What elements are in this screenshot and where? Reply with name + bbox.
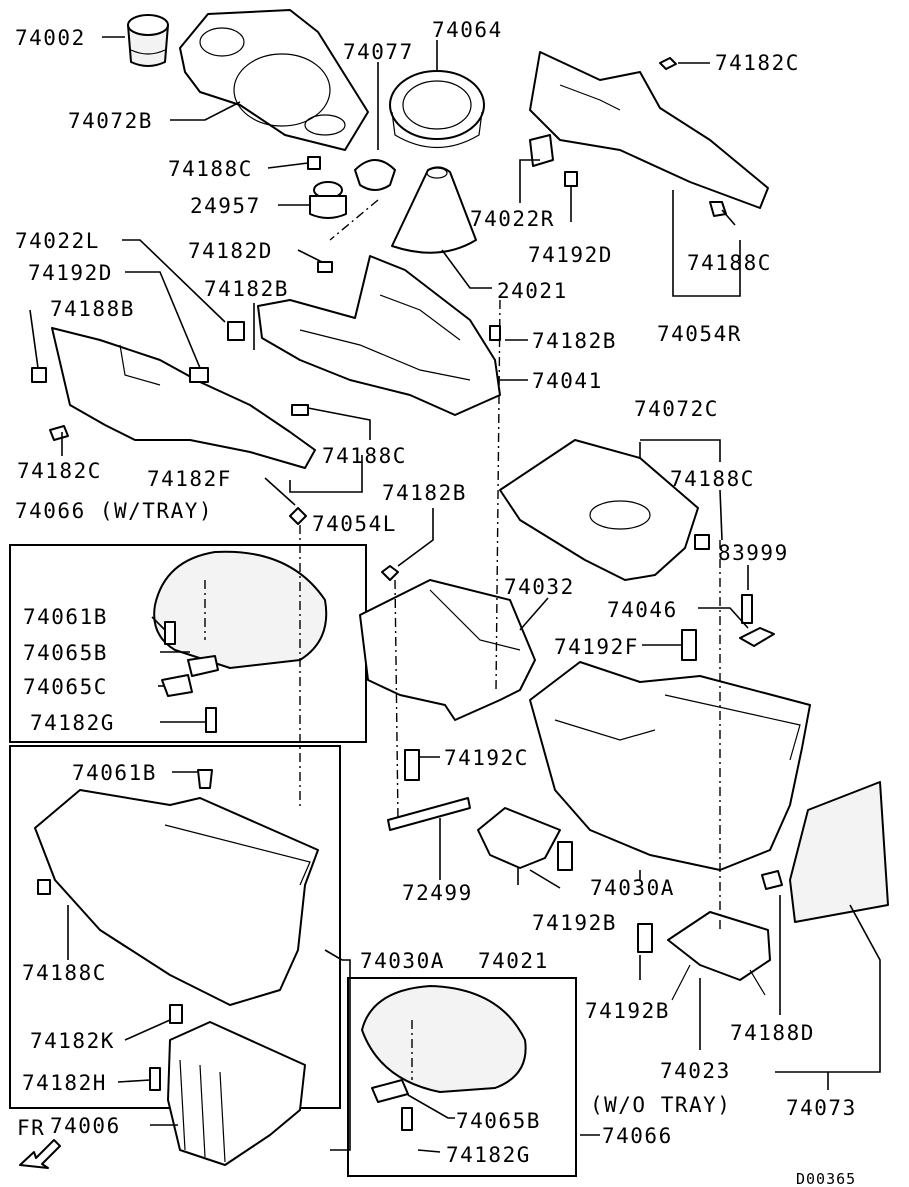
callout-74066-with-tray: 74066 (W/TRAY) (15, 499, 213, 523)
callout-74054L: 74054L (312, 512, 397, 536)
fasteners (31, 57, 783, 1131)
callout-74072B: 74072B (68, 109, 153, 133)
console-box-main-part (529, 661, 811, 871)
callout-74072C: 74072C (634, 397, 719, 421)
front-arrow-icon (19, 1139, 61, 1169)
callout-74192B-a: 74192B (532, 911, 617, 935)
rear-bracket-part (667, 911, 771, 1001)
callout-74182C-b: 74182C (17, 459, 102, 483)
callout-74192C: 74192C (444, 746, 529, 770)
callout-24021: 24021 (497, 279, 568, 303)
callout-74188D: 74188D (730, 1021, 815, 1045)
floor-console-frame-part (257, 255, 501, 416)
callout-74182H: 74182H (22, 1071, 107, 1095)
box-armrest-without-tray (347, 977, 577, 1177)
front-label: FR (17, 1116, 45, 1140)
callout-74182D: 74182D (188, 239, 273, 263)
callout-74065B-a: 74065B (23, 641, 108, 665)
callout-24957: 24957 (190, 194, 261, 218)
callout-74054R: 74054R (657, 322, 742, 346)
callout-74188C-e: 74188C (22, 961, 107, 985)
callout-74061B-a: 74061B (23, 605, 108, 629)
callout-74188C-d: 74188C (670, 467, 755, 491)
without-tray-note: (W/O TRAY) (590, 1093, 731, 1117)
callout-74065C: 74065C (23, 675, 108, 699)
callout-74073: 74073 (786, 1096, 857, 1120)
console-bracket-part (359, 579, 536, 721)
assembly-lines (204, 199, 721, 1080)
callout-74188C-b: 74188C (687, 251, 772, 275)
leader-lines (29, 36, 881, 1153)
shift-ring-part (389, 70, 485, 149)
callout-74182F: 74182F (147, 467, 232, 491)
callout-74006: 74006 (50, 1114, 121, 1138)
armrest-without-tray-part (361, 985, 527, 1103)
callout-74182K: 74182K (30, 1029, 115, 1053)
callout-74077: 74077 (343, 40, 414, 64)
callout-74023: 74023 (660, 1059, 731, 1083)
cup-insert-part (127, 14, 169, 67)
cup-holder-panel-part (179, 9, 369, 151)
callout-74022L: 74022L (15, 229, 100, 253)
callout-74066: 74066 (602, 1124, 673, 1148)
end-cover-part (789, 781, 889, 923)
callout-74182B-c: 74182B (382, 481, 467, 505)
diagram-reference-code: D00365 (796, 1170, 856, 1187)
callout-74041: 74041 (532, 369, 603, 393)
callout-74182B-b: 74182B (532, 329, 617, 353)
callout-74032: 74032 (504, 575, 575, 599)
storage-tray-part (167, 1021, 306, 1166)
console-box-lower-part (34, 789, 319, 1006)
callout-74182G-b: 74182G (446, 1143, 531, 1167)
callout-74182G-a: 74182G (30, 711, 115, 735)
callout-74064: 74064 (432, 18, 503, 42)
callout-74002: 74002 (15, 26, 86, 50)
callout-74021: 74021 (478, 949, 549, 973)
callout-74065B-b: 74065B (456, 1109, 541, 1133)
callout-74188C-a: 74188C (168, 157, 253, 181)
armrest-with-tray-part (153, 550, 328, 697)
callout-74030A-a: 74030A (590, 876, 675, 900)
callout-74192D-b: 74192D (528, 243, 613, 267)
rear-panel-part (499, 439, 699, 581)
callout-74046: 74046 (607, 598, 678, 622)
side-cover-left-part (51, 327, 316, 469)
callout-83999: 83999 (718, 541, 789, 565)
callout-74182C-a: 74182C (715, 51, 800, 75)
switch-part (309, 181, 347, 219)
callout-74188B: 74188B (50, 297, 135, 321)
callout-72499: 72499 (402, 881, 473, 905)
callout-74192F: 74192F (554, 635, 639, 659)
side-cover-right-part (529, 51, 769, 209)
callout-74182B-a: 74182B (204, 277, 289, 301)
small-ring-part (354, 159, 396, 191)
front-bracket-part (477, 807, 561, 869)
callout-74192B-b: 74192B (585, 999, 670, 1023)
rail-part (387, 797, 471, 831)
callout-74022R: 74022R (470, 207, 555, 231)
callout-74188C-c: 74188C (322, 444, 407, 468)
shift-boot-part (391, 166, 477, 254)
callout-74192D-a: 74192D (28, 261, 113, 285)
callout-74061B-b: 74061B (72, 761, 157, 785)
callout-74030A-b: 74030A (360, 949, 445, 973)
